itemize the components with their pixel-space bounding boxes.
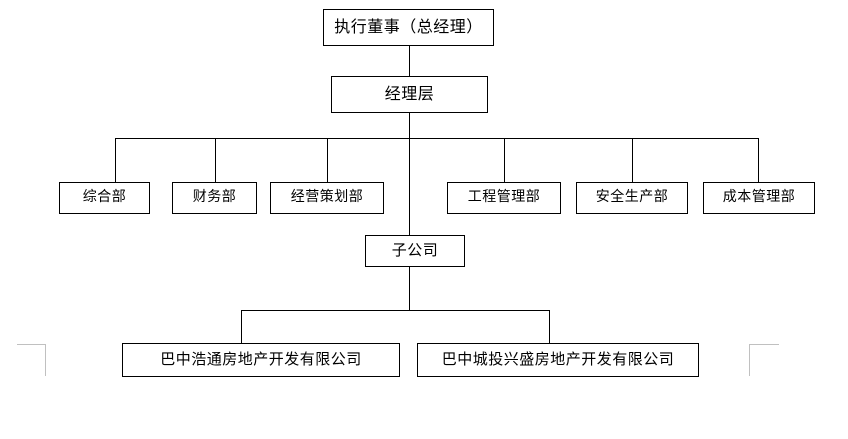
node-subsidiary-haotong[interactable]: 巴中浩通房地产开发有限公司 xyxy=(122,343,400,377)
node-subsidiary-group[interactable]: 子公司 xyxy=(365,235,465,267)
node-subsidiary-chengtou-xingsheng[interactable]: 巴中城投兴盛房地产开发有限公司 xyxy=(417,343,699,377)
node-department-comprehensive[interactable]: 综合部 xyxy=(59,182,150,214)
node-department-business-planning[interactable]: 经营策划部 xyxy=(270,182,384,214)
connector-executive-to-manager xyxy=(409,46,410,76)
node-executive-director-label: 执行董事（总经理） xyxy=(334,16,483,36)
connector-drop-subsidiary-1 xyxy=(241,310,242,343)
connector-department-bus xyxy=(115,138,759,139)
node-executive-director[interactable]: 执行董事（总经理） xyxy=(323,9,494,46)
node-department-finance-label: 财务部 xyxy=(192,189,237,205)
node-department-safety-production[interactable]: 安全生产部 xyxy=(576,182,688,214)
node-subsidiary-haotong-label: 巴中浩通房地产开发有限公司 xyxy=(160,349,362,368)
connector-drop-dept-2 xyxy=(215,138,216,182)
node-department-engineering-management[interactable]: 工程管理部 xyxy=(447,182,561,214)
connector-drop-dept-4 xyxy=(504,138,505,182)
page-crop-mark-bottom-left xyxy=(17,344,46,376)
node-department-comprehensive-label: 综合部 xyxy=(82,189,127,205)
connector-drop-subsidiary-2 xyxy=(549,310,550,343)
connector-manager-stem xyxy=(409,113,410,138)
node-manager-layer[interactable]: 经理层 xyxy=(331,76,488,113)
node-department-safety-production-label: 安全生产部 xyxy=(595,189,669,205)
node-department-engineering-management-label: 工程管理部 xyxy=(467,189,541,205)
node-subsidiary-chengtou-xingsheng-label: 巴中城投兴盛房地产开发有限公司 xyxy=(441,349,675,368)
node-department-finance[interactable]: 财务部 xyxy=(172,182,257,214)
node-subsidiary-group-label: 子公司 xyxy=(391,240,439,259)
node-department-cost-management[interactable]: 成本管理部 xyxy=(703,182,815,214)
connector-subsidiary-stem xyxy=(409,267,410,310)
node-department-business-planning-label: 经营策划部 xyxy=(290,189,364,205)
connector-drop-dept-5 xyxy=(632,138,633,182)
page-crop-mark-bottom-right xyxy=(749,344,779,376)
connector-drop-dept-6 xyxy=(758,138,759,182)
node-department-cost-management-label: 成本管理部 xyxy=(722,189,796,205)
connector-drop-dept-3 xyxy=(327,138,328,182)
connector-drop-dept-1 xyxy=(115,138,116,182)
connector-subsidiary-bus xyxy=(241,310,550,311)
node-manager-layer-label: 经理层 xyxy=(384,83,435,103)
connector-drop-subsidiary-group xyxy=(409,138,410,235)
